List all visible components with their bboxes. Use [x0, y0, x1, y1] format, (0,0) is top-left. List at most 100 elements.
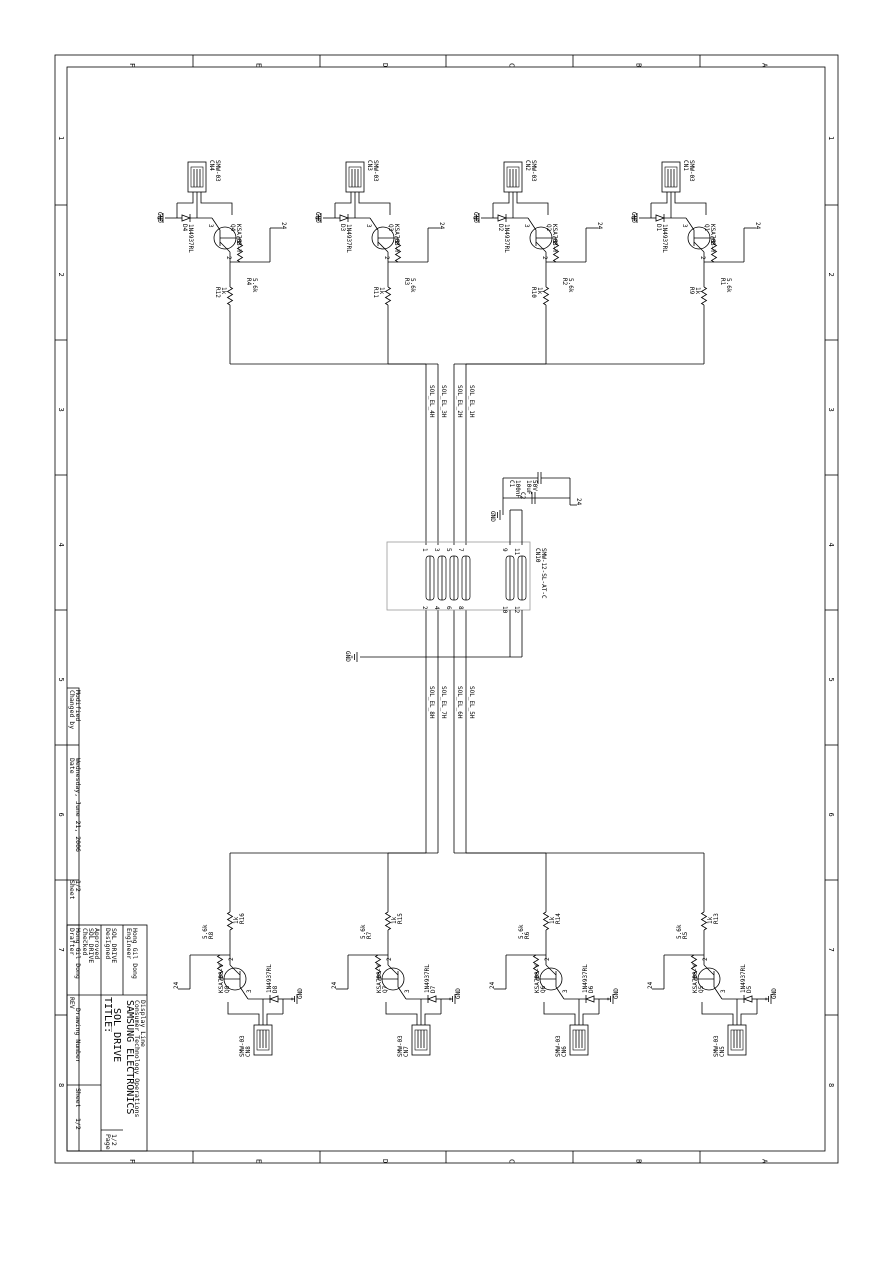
- ground-symbol: [315, 213, 322, 223]
- net-label-sol_el_7h: SOL_EL_7H: [440, 686, 447, 719]
- transistor-emitter: [229, 964, 241, 976]
- wire-connector-collector: [227, 1002, 260, 1025]
- diode-triangle: [426, 995, 437, 1003]
- ground-symbol: [631, 213, 638, 223]
- connector-ref: CN1: [682, 160, 689, 171]
- pin-number: 1: [376, 975, 383, 979]
- ground-symbol: [473, 213, 480, 223]
- cap-value: 10uF: [525, 480, 532, 495]
- row-label-left: 5: [57, 678, 65, 682]
- column-label-top: A: [761, 63, 769, 68]
- approved-label: Approved: [93, 928, 101, 959]
- sheet-value: 1/2: [74, 880, 82, 892]
- diode-triangle: [742, 995, 753, 1003]
- net-label-sol_el_3h: SOL_EL_3H: [440, 385, 447, 418]
- wire-connector-gnd: [424, 1013, 441, 1025]
- transistor-emitter: [377, 241, 389, 253]
- supply-label: 24: [596, 222, 603, 230]
- resistor-ref: R14: [555, 913, 562, 924]
- cap-value: 100nF: [514, 480, 521, 498]
- transistor-ref: Q6: [540, 985, 547, 993]
- sheet-value: 1/2: [74, 1118, 82, 1130]
- resistor-r7: [374, 954, 382, 974]
- diode-triangle: [268, 995, 279, 1003]
- gnd-label: GND: [472, 212, 479, 223]
- connector-ref: CN7: [403, 1046, 410, 1057]
- row-label-right: 5: [827, 678, 835, 682]
- column-label-top: F: [128, 63, 136, 67]
- pin-number: 2: [225, 256, 232, 260]
- wire-connector-collector: [358, 192, 391, 215]
- resistor-r9: [700, 286, 708, 306]
- wire-connector-gnd: [177, 192, 194, 204]
- pin-number: 7: [457, 548, 464, 552]
- gnd-label: GND: [344, 651, 351, 662]
- sheet-label: Sheet: [74, 1088, 82, 1108]
- resistor-ref: R7: [366, 931, 373, 939]
- row-label-left: 7: [57, 948, 65, 952]
- diode-part: 1N4937RL: [266, 964, 273, 993]
- driver-channel-q7: CN7SMW-03GNDD71N4937RL3Q7KSA708-Y1224R75…: [331, 852, 462, 1057]
- company-name: SAMSUNG ELECTRONICS: [124, 1000, 135, 1114]
- connector-part: SMW-03: [239, 1035, 246, 1057]
- diode-ref: D6: [588, 985, 595, 993]
- transistor-ref: Q8: [224, 985, 231, 993]
- resistor-value: 5.6k: [518, 924, 525, 939]
- resistor-ref: R5: [682, 931, 689, 939]
- resistor-ref: R8: [208, 931, 215, 939]
- diode-triangle: [584, 995, 595, 1003]
- pin-number: 2: [228, 957, 235, 961]
- row-label-right: 3: [827, 408, 835, 412]
- pin-number: 2: [702, 957, 709, 961]
- pin-number: 10: [501, 606, 508, 614]
- resistor-ref: R4: [245, 278, 252, 286]
- supply-label: 24: [173, 981, 180, 989]
- transistor-ref: Q4: [229, 224, 236, 232]
- transistor-collector: [369, 217, 379, 231]
- pin-number: 3: [562, 989, 569, 993]
- resistor-value: 1k: [233, 916, 240, 924]
- resistor-ref: R16: [239, 913, 246, 924]
- pin-number: 3: [681, 224, 688, 228]
- diode-part: 1N4937RL: [187, 224, 194, 253]
- ground-symbol: [157, 213, 164, 223]
- row-label-left: 3: [57, 408, 65, 412]
- transistor-collector: [527, 217, 537, 231]
- connector-ref: CN4: [208, 160, 215, 171]
- page-value: 1/2: [110, 1134, 118, 1146]
- connector-part: SMW-03: [688, 160, 695, 182]
- diode-ref: D8: [272, 985, 279, 993]
- gnd-label: GND: [489, 511, 496, 522]
- pin-number: 3: [433, 548, 440, 552]
- pin-number: 2: [699, 256, 706, 260]
- column-label-top: B: [635, 63, 643, 67]
- transistor-collector: [685, 217, 695, 231]
- resistor-value: 5.6k: [409, 278, 416, 293]
- cap-voltage: 50V: [531, 480, 538, 491]
- resistor-r12: [226, 286, 234, 306]
- wire-connector-collector: [200, 192, 233, 215]
- wire-connector-gnd: [493, 192, 510, 204]
- cap-ref: C2: [519, 492, 526, 500]
- pin-number: 2: [386, 957, 393, 961]
- column-label-bottom: A: [761, 1159, 769, 1164]
- resistor-r11: [384, 286, 392, 306]
- transistor-part: KSA708-Y: [692, 964, 699, 993]
- ground-symbol: [494, 510, 501, 520]
- gnd-label: GND: [455, 988, 462, 999]
- diode-ref: D3: [339, 224, 346, 232]
- connector-part: SMW-03: [397, 1035, 404, 1057]
- resistor-value: 1k: [694, 287, 701, 295]
- net-label-sol_el_8h: SOL_EL_8H: [428, 686, 435, 719]
- resistor-value: 5.6k: [202, 924, 209, 939]
